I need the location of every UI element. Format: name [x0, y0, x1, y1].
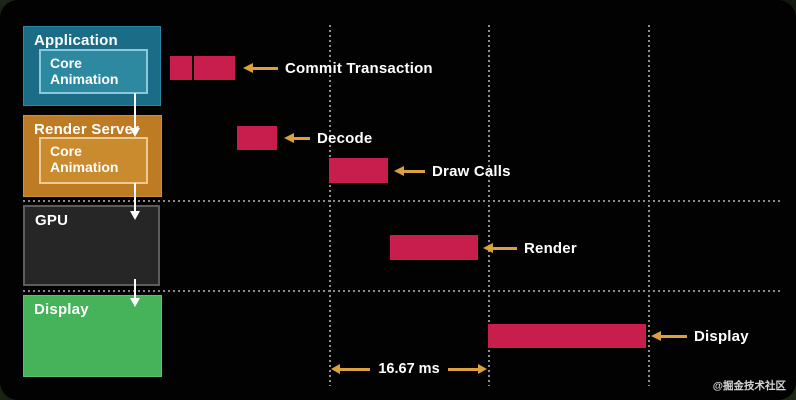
annotation-commit-transaction: Commit Transaction [243, 59, 433, 77]
interval-label: 16.67 ms [378, 361, 440, 377]
lane-display: Display [23, 295, 162, 377]
annotation-display-label: Display [694, 327, 749, 345]
right-arrowhead-icon [478, 364, 487, 374]
interval-line [340, 367, 371, 371]
annotation-render-label: Render [524, 239, 577, 257]
down-arrow-icon-render-server-to-gpu [130, 183, 140, 220]
lane-divider-gridline-2 [23, 290, 782, 292]
watermark: @掘金技术社区 [712, 380, 786, 392]
phase-bar-commit-transaction-segment-2 [194, 56, 235, 80]
left-arrow-icon [284, 132, 310, 143]
timeline-gridline-vertical-1 [329, 25, 331, 386]
annotation-commit-transaction-label: Commit Transaction [285, 59, 433, 77]
lane-application: Application Core Animation [23, 26, 161, 106]
lane-render-server-label: Render Server [34, 121, 140, 138]
lane-application-label: Application [34, 32, 118, 49]
frame-interval-annotation: 16.67 ms [331, 361, 487, 377]
lane-display-label: Display [34, 301, 89, 318]
render-server-core-animation-box: Core Animation [39, 137, 148, 184]
phase-bar-decode [237, 126, 277, 150]
annotation-display: Display [651, 327, 749, 345]
annotation-decode-label: Decode [317, 129, 373, 147]
left-arrow-icon [483, 242, 517, 253]
phase-bar-draw-calls [329, 158, 388, 183]
phase-bar-render [390, 235, 478, 260]
annotation-draw-calls-label: Draw Calls [432, 162, 511, 180]
lane-render-server: Render Server Core Animation [23, 115, 162, 197]
timeline-gridline-vertical-2 [488, 25, 490, 386]
left-arrow-icon [651, 330, 687, 341]
lane-divider-gridline-1 [23, 200, 782, 202]
down-arrow-icon-application-to-render-server [130, 93, 140, 137]
render-server-core-animation-label: Core Animation [50, 143, 119, 175]
phase-bar-commit-transaction-segment-1 [170, 56, 192, 80]
timeline-gridline-vertical-3 [648, 25, 650, 386]
application-core-animation-box: Core Animation [39, 49, 148, 94]
lane-gpu-label: GPU [35, 212, 69, 229]
left-arrow-icon [243, 62, 278, 73]
down-arrow-icon-gpu-to-display [130, 279, 140, 307]
left-arrowhead-icon [331, 364, 340, 374]
application-core-animation-label: Core Animation [50, 55, 119, 87]
annotation-draw-calls: Draw Calls [394, 162, 511, 180]
annotation-decode: Decode [284, 129, 373, 147]
phase-bar-display [488, 324, 646, 348]
left-arrow-icon [394, 165, 425, 176]
interval-line [447, 367, 478, 371]
annotation-render: Render [483, 239, 577, 257]
